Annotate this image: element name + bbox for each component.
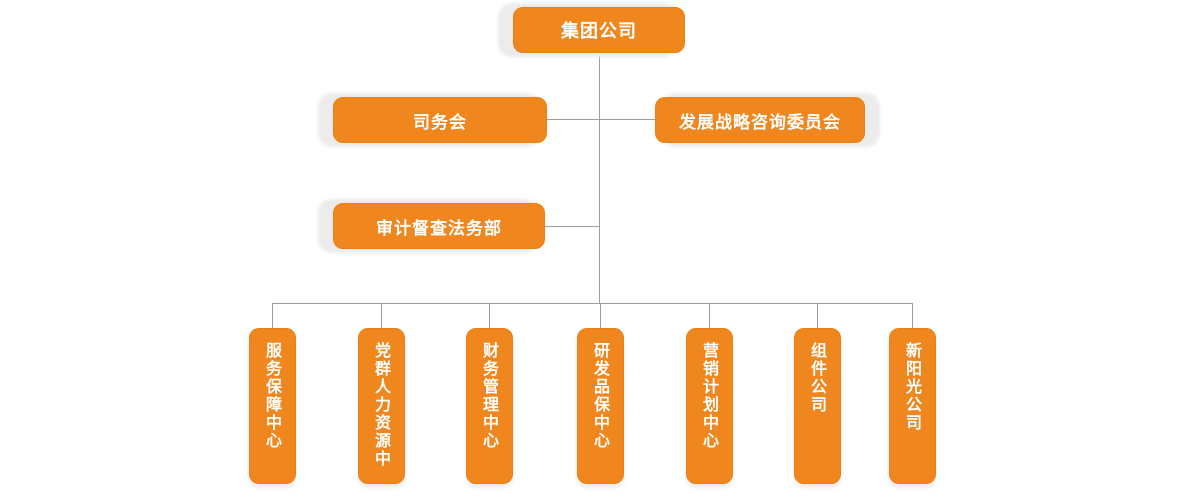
org-node-finance-center: 财务管理中心	[466, 328, 513, 484]
connector-drop	[272, 304, 273, 328]
org-node-rd-qa-center: 研发品保中心	[577, 328, 624, 484]
org-node-service-support-center: 服务保障中心	[249, 328, 296, 484]
connector-drop	[817, 304, 818, 328]
org-node-new-sunshine-company: 新阳光公司	[889, 328, 936, 484]
connector-drop	[381, 304, 382, 328]
org-node-party-hr-center: 党群人力资源中心	[325, 328, 405, 484]
connector-drop	[709, 304, 710, 328]
org-node-audit-legal-dept: 审计督查法务部	[333, 203, 545, 249]
connector-level2	[547, 119, 655, 120]
org-node-strategy-committee: 发展战略咨询委员会	[655, 97, 865, 143]
org-node-marketing-planning-center: 营销计划中心	[686, 328, 733, 484]
connector-trunk	[599, 52, 600, 303]
connector-level3	[545, 226, 600, 227]
org-node-council: 司务会	[333, 97, 547, 143]
connector-distribution	[272, 303, 913, 304]
org-node-components-company: 组件公司	[794, 328, 841, 484]
connector-drop	[912, 304, 913, 328]
org-node-group-company: 集团公司	[513, 7, 685, 53]
connector-drop	[489, 304, 490, 328]
connector-drop	[600, 304, 601, 328]
